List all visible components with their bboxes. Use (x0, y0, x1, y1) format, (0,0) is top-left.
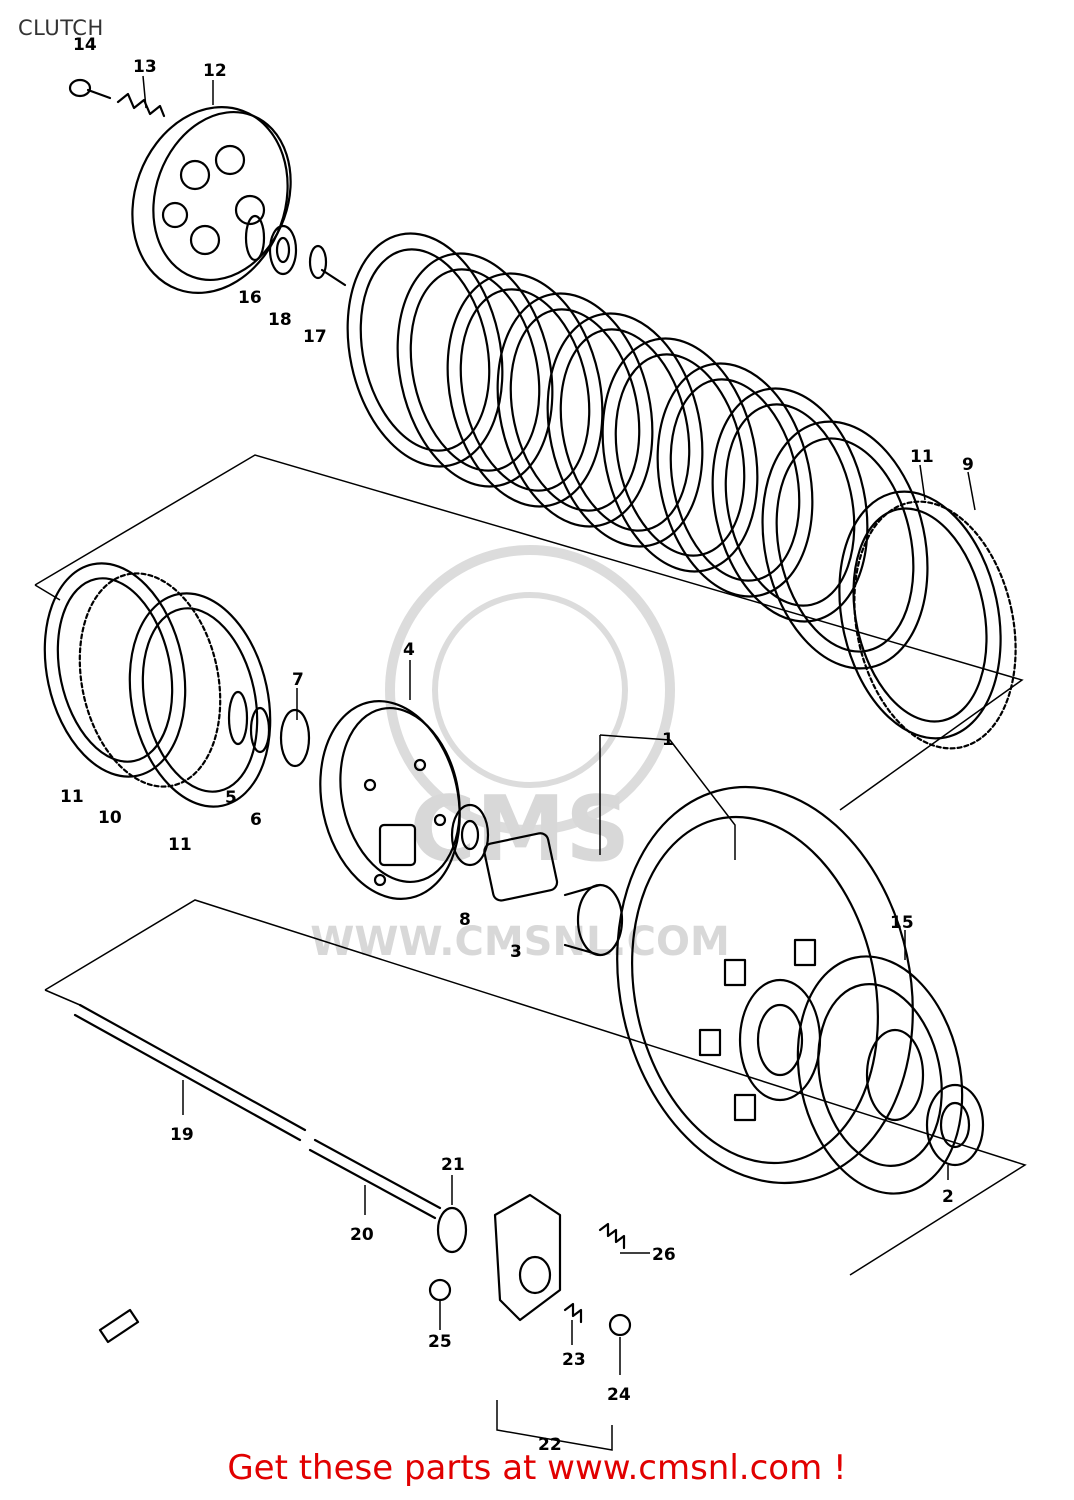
callout-24: 24 (607, 1385, 631, 1405)
callout-2: 2 (942, 1187, 954, 1207)
callout-9: 9 (962, 455, 974, 475)
pushrods (73, 1003, 442, 1220)
gear-and-washer (796, 955, 985, 1195)
clutch-housing (616, 785, 914, 1185)
callout-19: 19 (170, 1125, 194, 1145)
watermark-logo: CMS WWW.CMSNL.COM (310, 545, 730, 965)
callout-20: 20 (350, 1225, 374, 1245)
pressure-plate (131, 106, 292, 294)
callout-10: 10 (98, 808, 122, 828)
release-mechanism (98, 1193, 632, 1451)
watermark-logo-text: CMS (410, 777, 630, 882)
clutch-hub (319, 700, 461, 900)
callout-1: 1 (662, 730, 674, 750)
callout-11-lower: 11 (168, 835, 192, 855)
callout-8: 8 (459, 910, 471, 930)
watermark-url-text: WWW.CMSNL.COM (310, 919, 730, 965)
callout-18: 18 (268, 310, 292, 330)
callout-22: 22 (538, 1435, 562, 1455)
callout-25: 25 (428, 1332, 452, 1352)
callout-numbers: 14 13 12 16 18 17 11 9 4 7 1 11 10 11 5 … (60, 35, 974, 1455)
callout-3: 3 (510, 942, 522, 962)
pushrod-parts (244, 214, 347, 287)
callout-6: 6 (250, 810, 262, 830)
footer-link[interactable]: Get these parts at www.cmsnl.com ! (227, 1448, 847, 1488)
plate-stack-upper (346, 232, 1017, 750)
callout-17: 17 (303, 327, 327, 347)
page-title: CLUTCH (18, 16, 104, 40)
callout-14: 14 (73, 35, 97, 55)
callout-4: 4 (403, 640, 415, 660)
callout-13: 13 (133, 57, 157, 77)
callout-26: 26 (652, 1245, 676, 1265)
callout-12: 12 (203, 61, 227, 81)
callout-21: 21 (441, 1155, 465, 1175)
bolt-and-spring (68, 78, 166, 118)
callout-16: 16 (238, 288, 262, 308)
bearing-parts (450, 803, 624, 957)
leader-lines (142, 75, 976, 1375)
callout-7: 7 (292, 670, 304, 690)
callout-11-left: 11 (60, 787, 84, 807)
plate-stack-left (43, 562, 311, 808)
callout-23: 23 (562, 1350, 586, 1370)
callout-5: 5 (225, 788, 237, 808)
callout-15: 15 (890, 913, 914, 933)
callout-11-upper: 11 (910, 447, 934, 467)
